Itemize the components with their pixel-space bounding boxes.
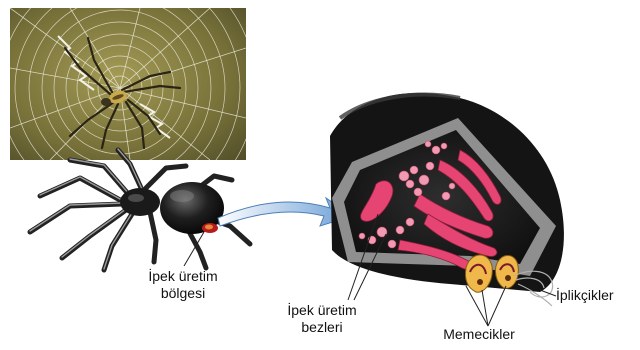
silk-region-line2: bölgesi [128, 285, 238, 302]
silk-glands-label: İpek üretim bezleri [278, 302, 366, 336]
abdomen-cutaway [330, 93, 564, 306]
silk-region-line1: İpek üretim [128, 268, 238, 285]
silk-glands-line1: İpek üretim [278, 302, 366, 319]
spinnerets-label: Memecikler [420, 326, 538, 343]
spider-illustration [30, 149, 250, 270]
silk-glands-line2: bezleri [278, 319, 366, 336]
threads-label: İplikçikler [556, 287, 640, 304]
silk-production-region-label: İpek üretim bölgesi [128, 268, 238, 302]
